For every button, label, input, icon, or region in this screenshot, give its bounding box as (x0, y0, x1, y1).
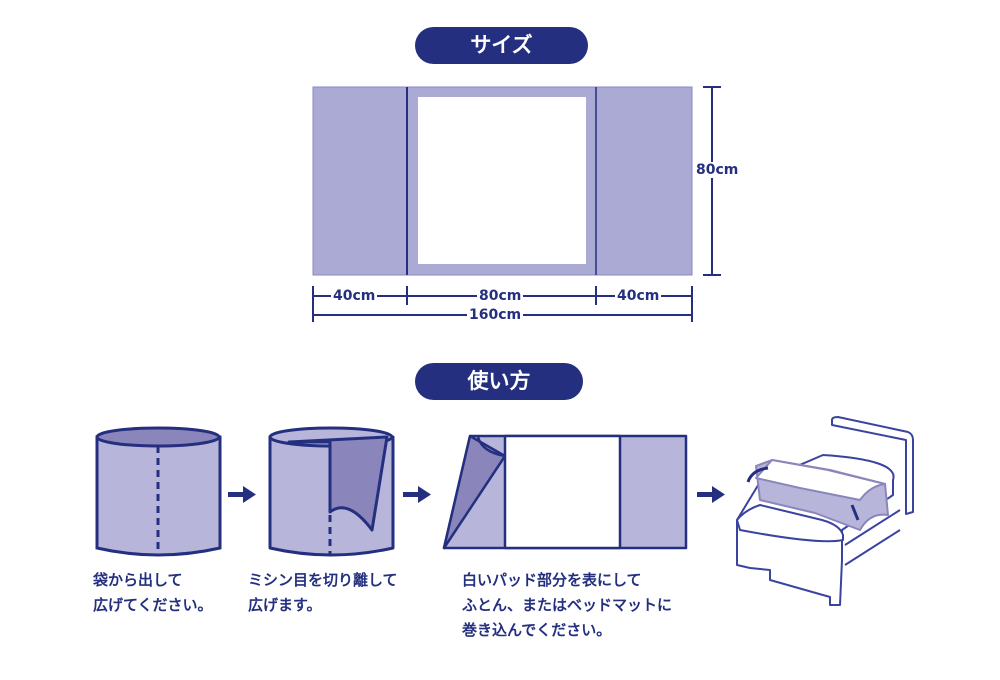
arrow-right-icon (403, 486, 431, 503)
step-1-caption: 袋から出して 広げてください。 (93, 568, 213, 618)
arrow-right-icon (228, 486, 256, 503)
caption-line: ミシン目を切り離して (248, 571, 398, 589)
arrow-right-icon (697, 486, 725, 503)
pad-size-diagram (312, 86, 693, 276)
step-2-caption: ミシン目を切り離して 広げます。 (248, 568, 398, 618)
height-label: 80cm (694, 162, 741, 178)
usage-section-title: 使い方 (415, 363, 583, 400)
bed-with-pad-icon (736, 416, 914, 606)
center-width-label: 80cm (477, 288, 524, 304)
caption-line: 広げます。 (248, 596, 322, 614)
left-width-label: 40cm (331, 288, 378, 304)
white-pad-area (418, 97, 586, 264)
step-3-caption: 白いパッド部分を表にして ふとん、またはベッドマットに 巻き込んでください。 (462, 568, 672, 643)
caption-line: 袋から出して (93, 571, 183, 589)
caption-line: ふとん、またはベッドマットに (462, 596, 673, 614)
tearing-pad-icon (268, 426, 395, 557)
total-width-label: 160cm (467, 307, 524, 323)
rolled-pad-icon (95, 426, 222, 557)
right-width-label: 40cm (615, 288, 662, 304)
caption-line: 巻き込んでください。 (462, 621, 612, 639)
unfolded-pad-icon (442, 434, 688, 550)
caption-line: 白いパッド部分を表にして (462, 571, 642, 589)
size-section-title: サイズ (415, 27, 588, 64)
caption-line: 広げてください。 (93, 596, 213, 614)
